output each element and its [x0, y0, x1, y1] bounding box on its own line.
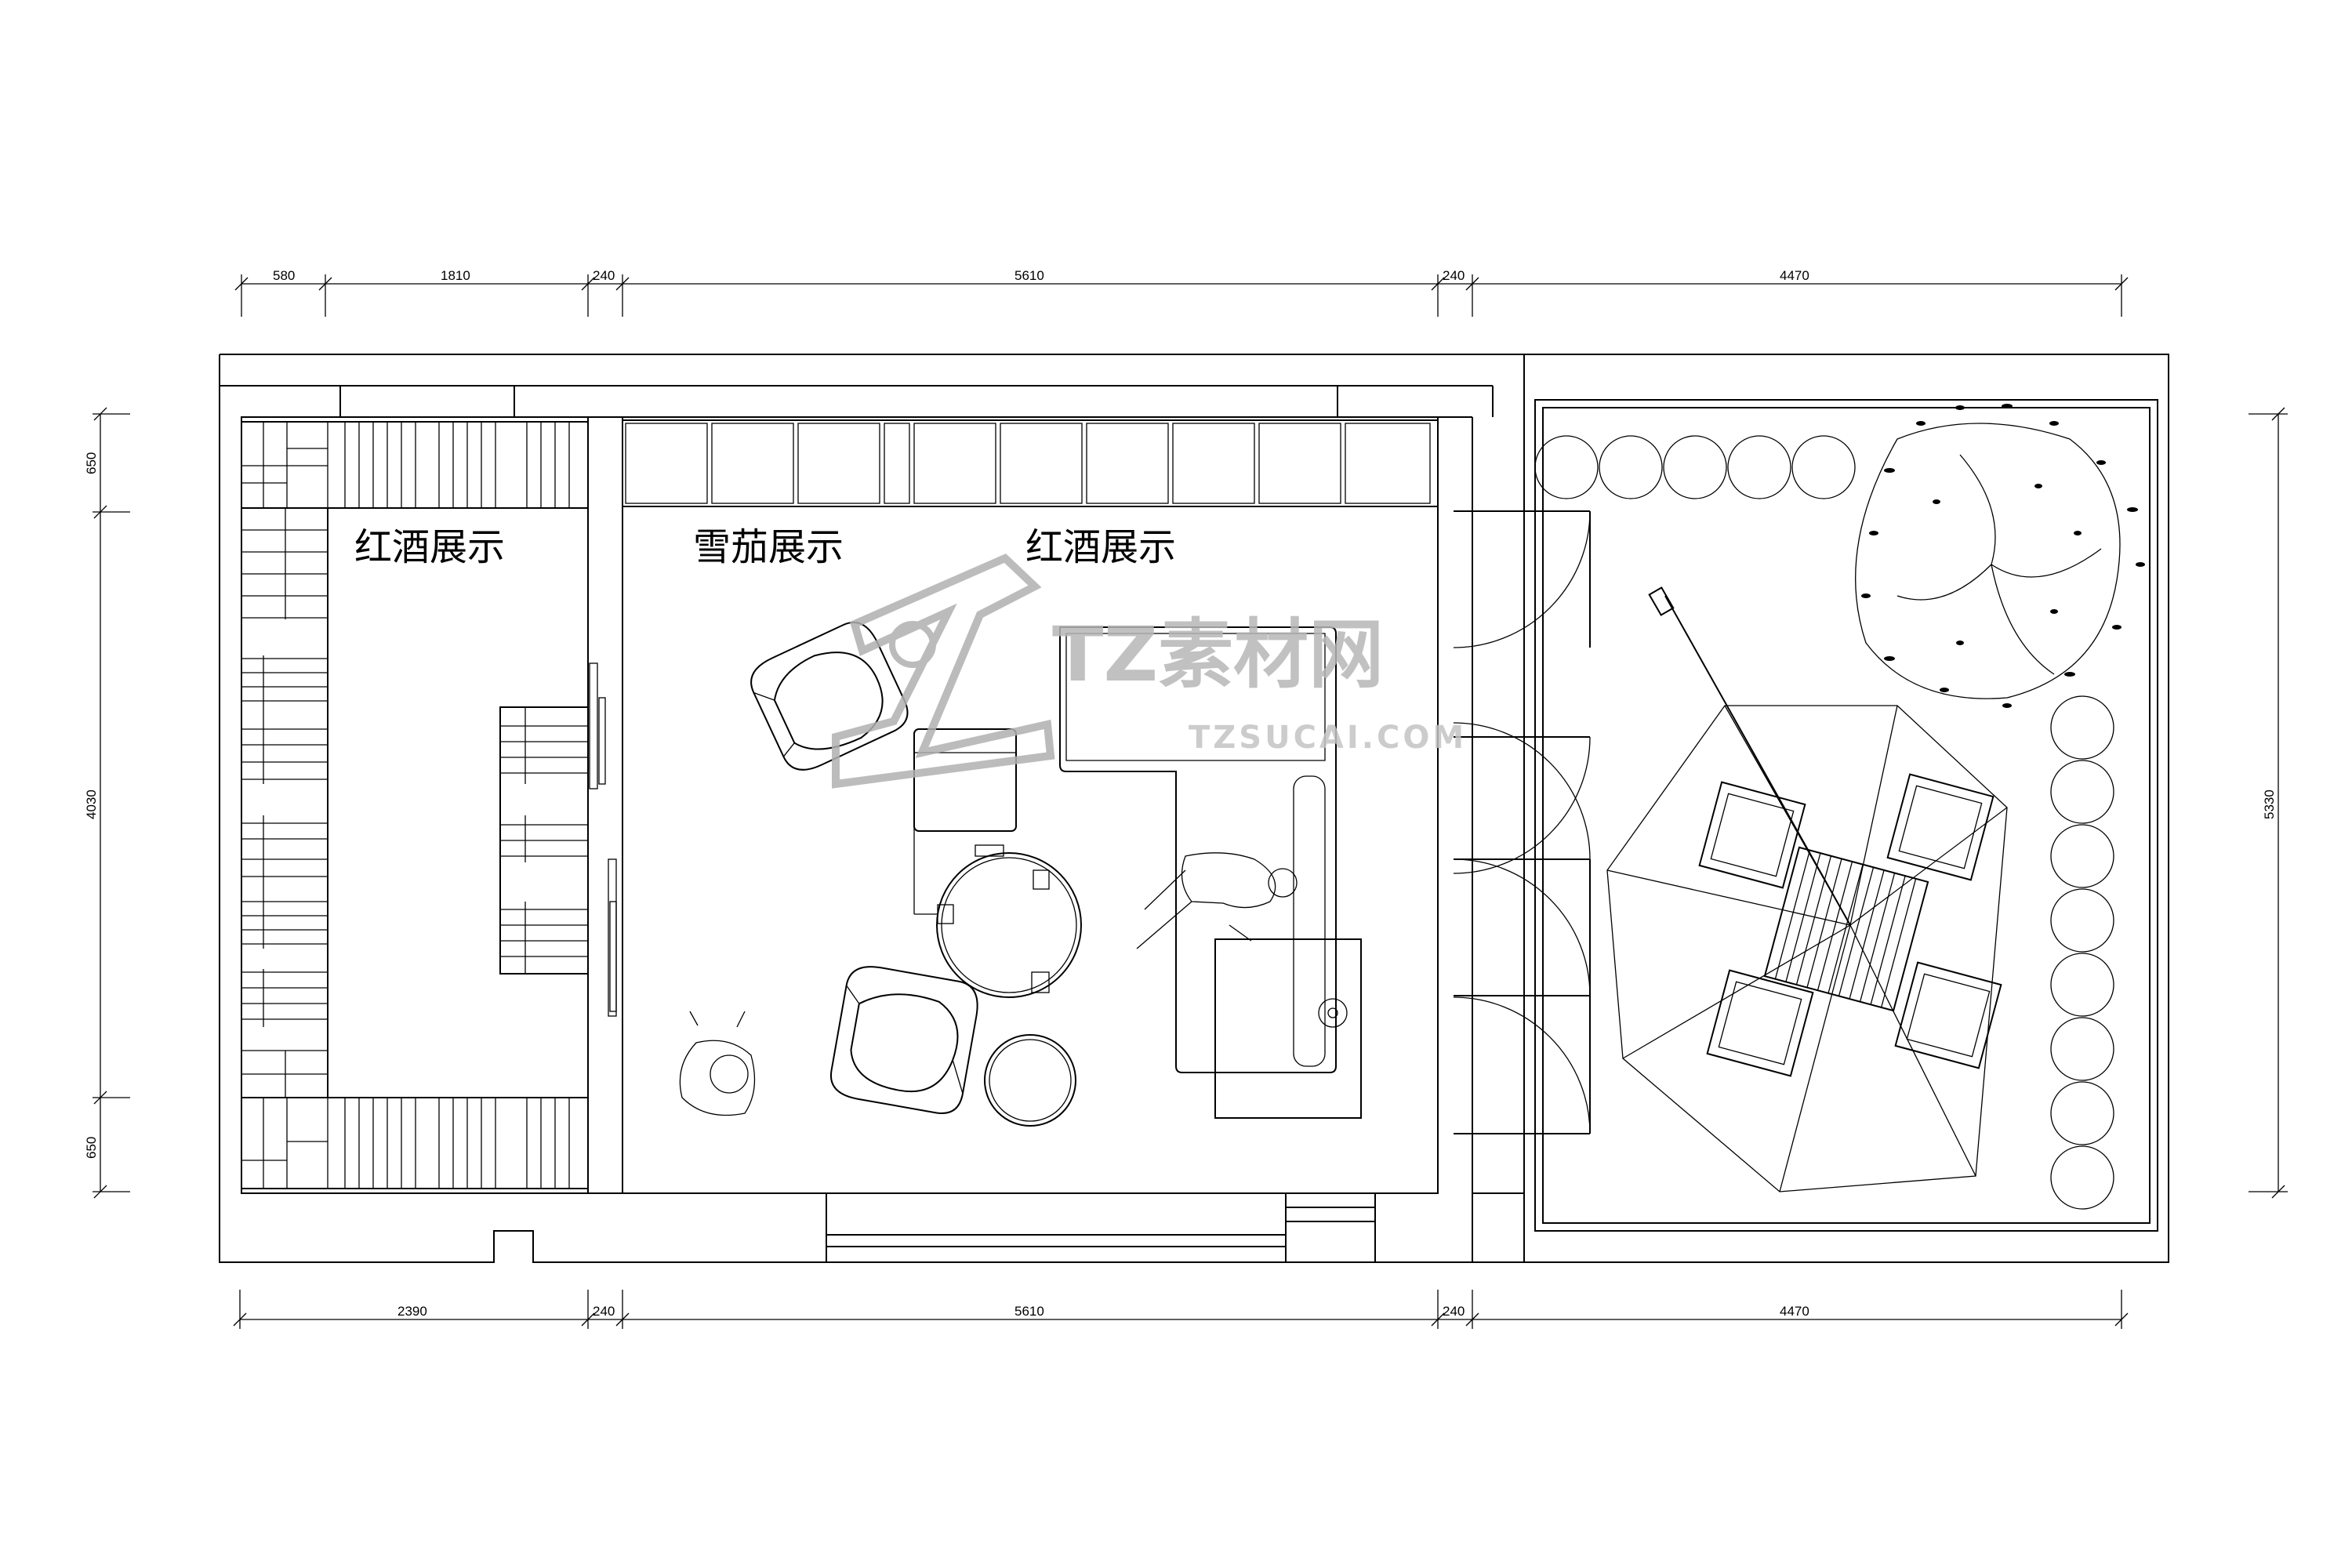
dim-top-3: 240 [593, 268, 615, 283]
standing-person [679, 1011, 756, 1116]
dim-left-2: 4030 [84, 789, 99, 819]
dim-bottom-4: 240 [1443, 1304, 1465, 1319]
armchair-bottom [829, 966, 978, 1114]
garden-doors [1453, 510, 1591, 1134]
dim-bottom-1: 2390 [397, 1304, 427, 1319]
room-label-cigar: 雪茄展示 [693, 525, 844, 569]
umbrella-dining-set [1606, 586, 2008, 1192]
watermark-cn: TZ素材网 [1052, 611, 1384, 699]
bottom-dimension-chain: 2390 240 5610 240 4470 [233, 1290, 2129, 1329]
dim-top-5: 240 [1443, 268, 1465, 283]
left-wine-cabinet [241, 421, 617, 1189]
watermark-en: TZSUCAI.COM [1189, 720, 1467, 756]
room-label-wine-left: 红酒展示 [354, 525, 505, 569]
dim-bottom-5: 4470 [1780, 1304, 1809, 1319]
top-dimension-chain: 580 1810 240 5610 240 4470 [234, 268, 2129, 317]
watermark: TZ素材网 TZSUCAI.COM [832, 554, 1467, 789]
top-wine-cabinet [622, 419, 1439, 507]
shrub-row-right [2050, 695, 2114, 1210]
watermark-logo-icon [832, 554, 1055, 789]
right-dimension-chain: 5330 [2249, 407, 2288, 1199]
dim-right-1: 5330 [2262, 789, 2277, 819]
building-walls [219, 354, 2169, 1263]
l-shaped-sofa [1059, 626, 1362, 1119]
dim-left-3: 650 [84, 1137, 99, 1159]
dim-top-6: 4470 [1780, 268, 1809, 283]
dim-left-1: 650 [84, 452, 99, 474]
dim-top-2: 1810 [441, 268, 470, 283]
round-table [913, 753, 1082, 998]
garden-tree [1855, 404, 2145, 708]
side-table [984, 1034, 1076, 1127]
dim-bottom-2: 240 [593, 1304, 615, 1319]
person-on-sofa [1136, 852, 1298, 949]
shrub-row-top [1534, 435, 1856, 499]
dim-top-4: 5610 [1014, 268, 1044, 283]
left-dimension-chain: 650 4030 650 [84, 407, 130, 1199]
room-label-wine-center: 红酒展示 [1025, 525, 1176, 569]
dim-top-1: 580 [273, 268, 295, 283]
dim-bottom-3: 5610 [1014, 1304, 1044, 1319]
